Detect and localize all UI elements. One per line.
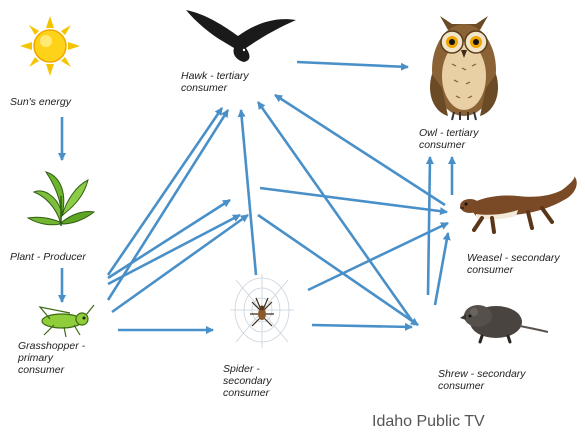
grasshopper-label: Grasshopper - primary consumer [18, 340, 85, 376]
shrew-label-line1: Shrew - secondary [438, 368, 526, 380]
credit-text: Idaho Public TV [372, 413, 485, 431]
grasshopper-label-line3: consumer [18, 364, 64, 376]
shrew-icon [460, 296, 548, 344]
shrew-label: Shrew - secondary consumer [438, 368, 526, 392]
spider-label: Spider - secondary consumer [223, 363, 271, 399]
arrow-shrew-to-weasel [435, 233, 448, 305]
spider-label-line3: consumer [223, 387, 269, 399]
arrow-plant-to-shrew [108, 215, 240, 284]
sun-icon [18, 14, 82, 78]
owl-label-line1: Owl - tertiary [419, 127, 479, 139]
spider-label-line2: secondary [223, 375, 271, 387]
hawk-label-line1: Hawk - tertiary [181, 70, 249, 82]
arrow-shrew-to-owl [428, 157, 430, 295]
hawk-label: Hawk - tertiary consumer [181, 70, 249, 94]
grasshopper-label-line1: Grasshopper - [18, 340, 85, 352]
grasshopper-label-line2: primary [18, 352, 53, 364]
spider-web-icon [226, 270, 298, 350]
arrow-hawk-to-owl [297, 62, 408, 67]
weasel-label: Weasel - secondary consumer [467, 252, 560, 276]
plant-label: Plant - Producer [10, 251, 86, 263]
weasel-icon [458, 176, 582, 236]
owl-icon [416, 4, 512, 122]
grasshopper-icon [30, 303, 96, 339]
arrow-spider-to-hawk [241, 110, 256, 275]
weasel-label-line1: Weasel - secondary [467, 252, 560, 264]
arrow-spider-to-shrew [312, 325, 412, 327]
arrow-plant-to-weasel [108, 200, 230, 278]
shrew-label-line2: consumer [438, 380, 484, 392]
hawk-label-line2: consumer [181, 82, 227, 94]
spider-label-line1: Spider - [223, 363, 260, 375]
owl-label: Owl - tertiary consumer [419, 127, 479, 151]
plant-icon [26, 166, 96, 228]
arrow-plant-to-hawk [108, 108, 222, 275]
sun-label: Sun's energy [10, 96, 71, 108]
owl-label-line2: consumer [419, 139, 465, 151]
arrow-spider-to-owl [260, 188, 447, 212]
hawk-icon [180, 6, 300, 66]
weasel-label-line2: consumer [467, 264, 513, 276]
